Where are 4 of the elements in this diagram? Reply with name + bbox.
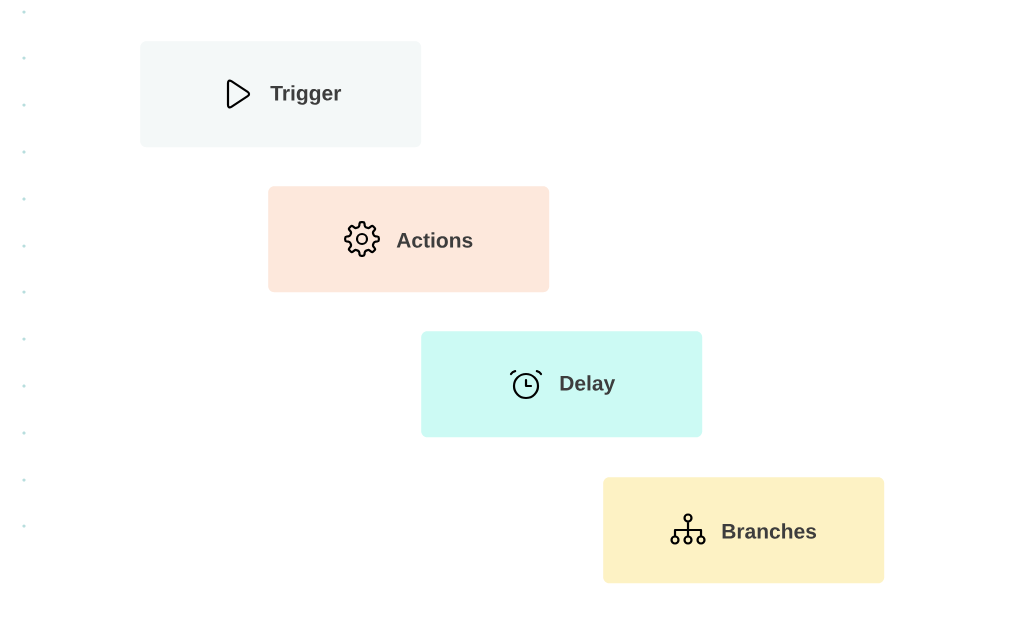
step-box: Actions <box>268 186 550 293</box>
step-box: Branches <box>603 477 885 584</box>
step-box: Trigger <box>140 41 422 148</box>
step-box: Delay <box>421 331 703 438</box>
